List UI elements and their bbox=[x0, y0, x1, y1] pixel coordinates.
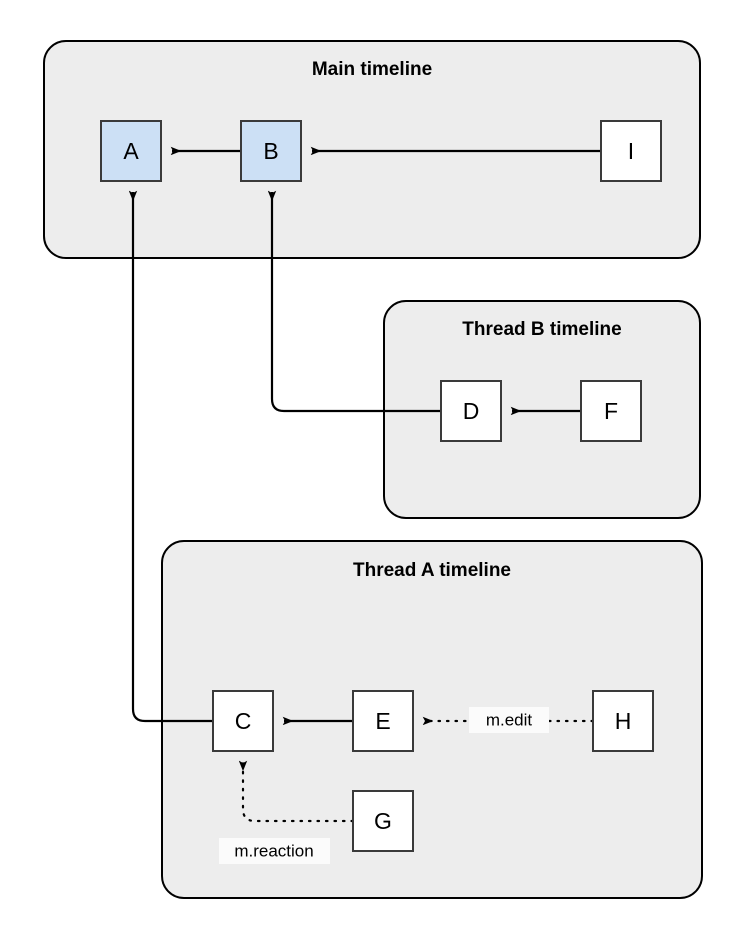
edge-label-m-reaction-text: m.reaction bbox=[234, 841, 313, 860]
node-b-box[interactable] bbox=[240, 120, 302, 182]
node-f-box[interactable] bbox=[580, 380, 642, 442]
edge-label-m-edit-bg bbox=[469, 707, 549, 733]
node-h-label: H bbox=[615, 708, 632, 734]
edge-label-m-edit: m.edit bbox=[469, 707, 549, 733]
node-c[interactable]: C bbox=[212, 690, 274, 752]
node-i-box[interactable] bbox=[600, 120, 662, 182]
edge-d-to-b bbox=[267, 190, 441, 413]
node-i-label: I bbox=[628, 138, 634, 164]
node-g-box[interactable] bbox=[352, 790, 414, 852]
node-h[interactable]: H bbox=[592, 690, 654, 752]
group-main-timeline-box bbox=[43, 40, 701, 259]
group-thread-b-timeline-box bbox=[383, 300, 701, 519]
node-d[interactable]: D bbox=[440, 380, 502, 442]
group-thread-b-timeline-title: Thread B timeline bbox=[462, 319, 621, 340]
node-h-box[interactable] bbox=[592, 690, 654, 752]
group-thread-a-timeline-title: Thread A timeline bbox=[353, 560, 511, 581]
node-c-box[interactable] bbox=[212, 690, 274, 752]
node-d-box[interactable] bbox=[440, 380, 502, 442]
group-main-timeline: Main timeline bbox=[43, 40, 701, 259]
node-c-label: C bbox=[235, 708, 252, 734]
node-i[interactable]: I bbox=[600, 120, 662, 182]
node-b[interactable]: B bbox=[240, 120, 302, 182]
edge-label-m-reaction-bg bbox=[219, 838, 330, 864]
node-b-label: B bbox=[263, 138, 278, 164]
node-e-label: E bbox=[375, 708, 390, 734]
edge-label-m-reaction: m.reaction bbox=[219, 838, 330, 864]
node-f[interactable]: F bbox=[580, 380, 642, 442]
node-e-box[interactable] bbox=[352, 690, 414, 752]
node-g-label: G bbox=[374, 808, 392, 834]
node-a-box[interactable] bbox=[100, 120, 162, 182]
node-g[interactable]: G bbox=[352, 790, 414, 852]
edge-label-m-edit-text: m.edit bbox=[486, 710, 533, 729]
group-main-timeline-title: Main timeline bbox=[312, 59, 432, 80]
node-f-label: F bbox=[604, 398, 618, 424]
node-d-label: D bbox=[463, 398, 480, 424]
node-a[interactable]: A bbox=[100, 120, 162, 182]
group-thread-b-timeline: Thread B timeline bbox=[383, 300, 701, 519]
edge-c-to-a bbox=[128, 190, 213, 723]
node-e[interactable]: E bbox=[352, 690, 414, 752]
node-a-label: A bbox=[123, 138, 139, 164]
